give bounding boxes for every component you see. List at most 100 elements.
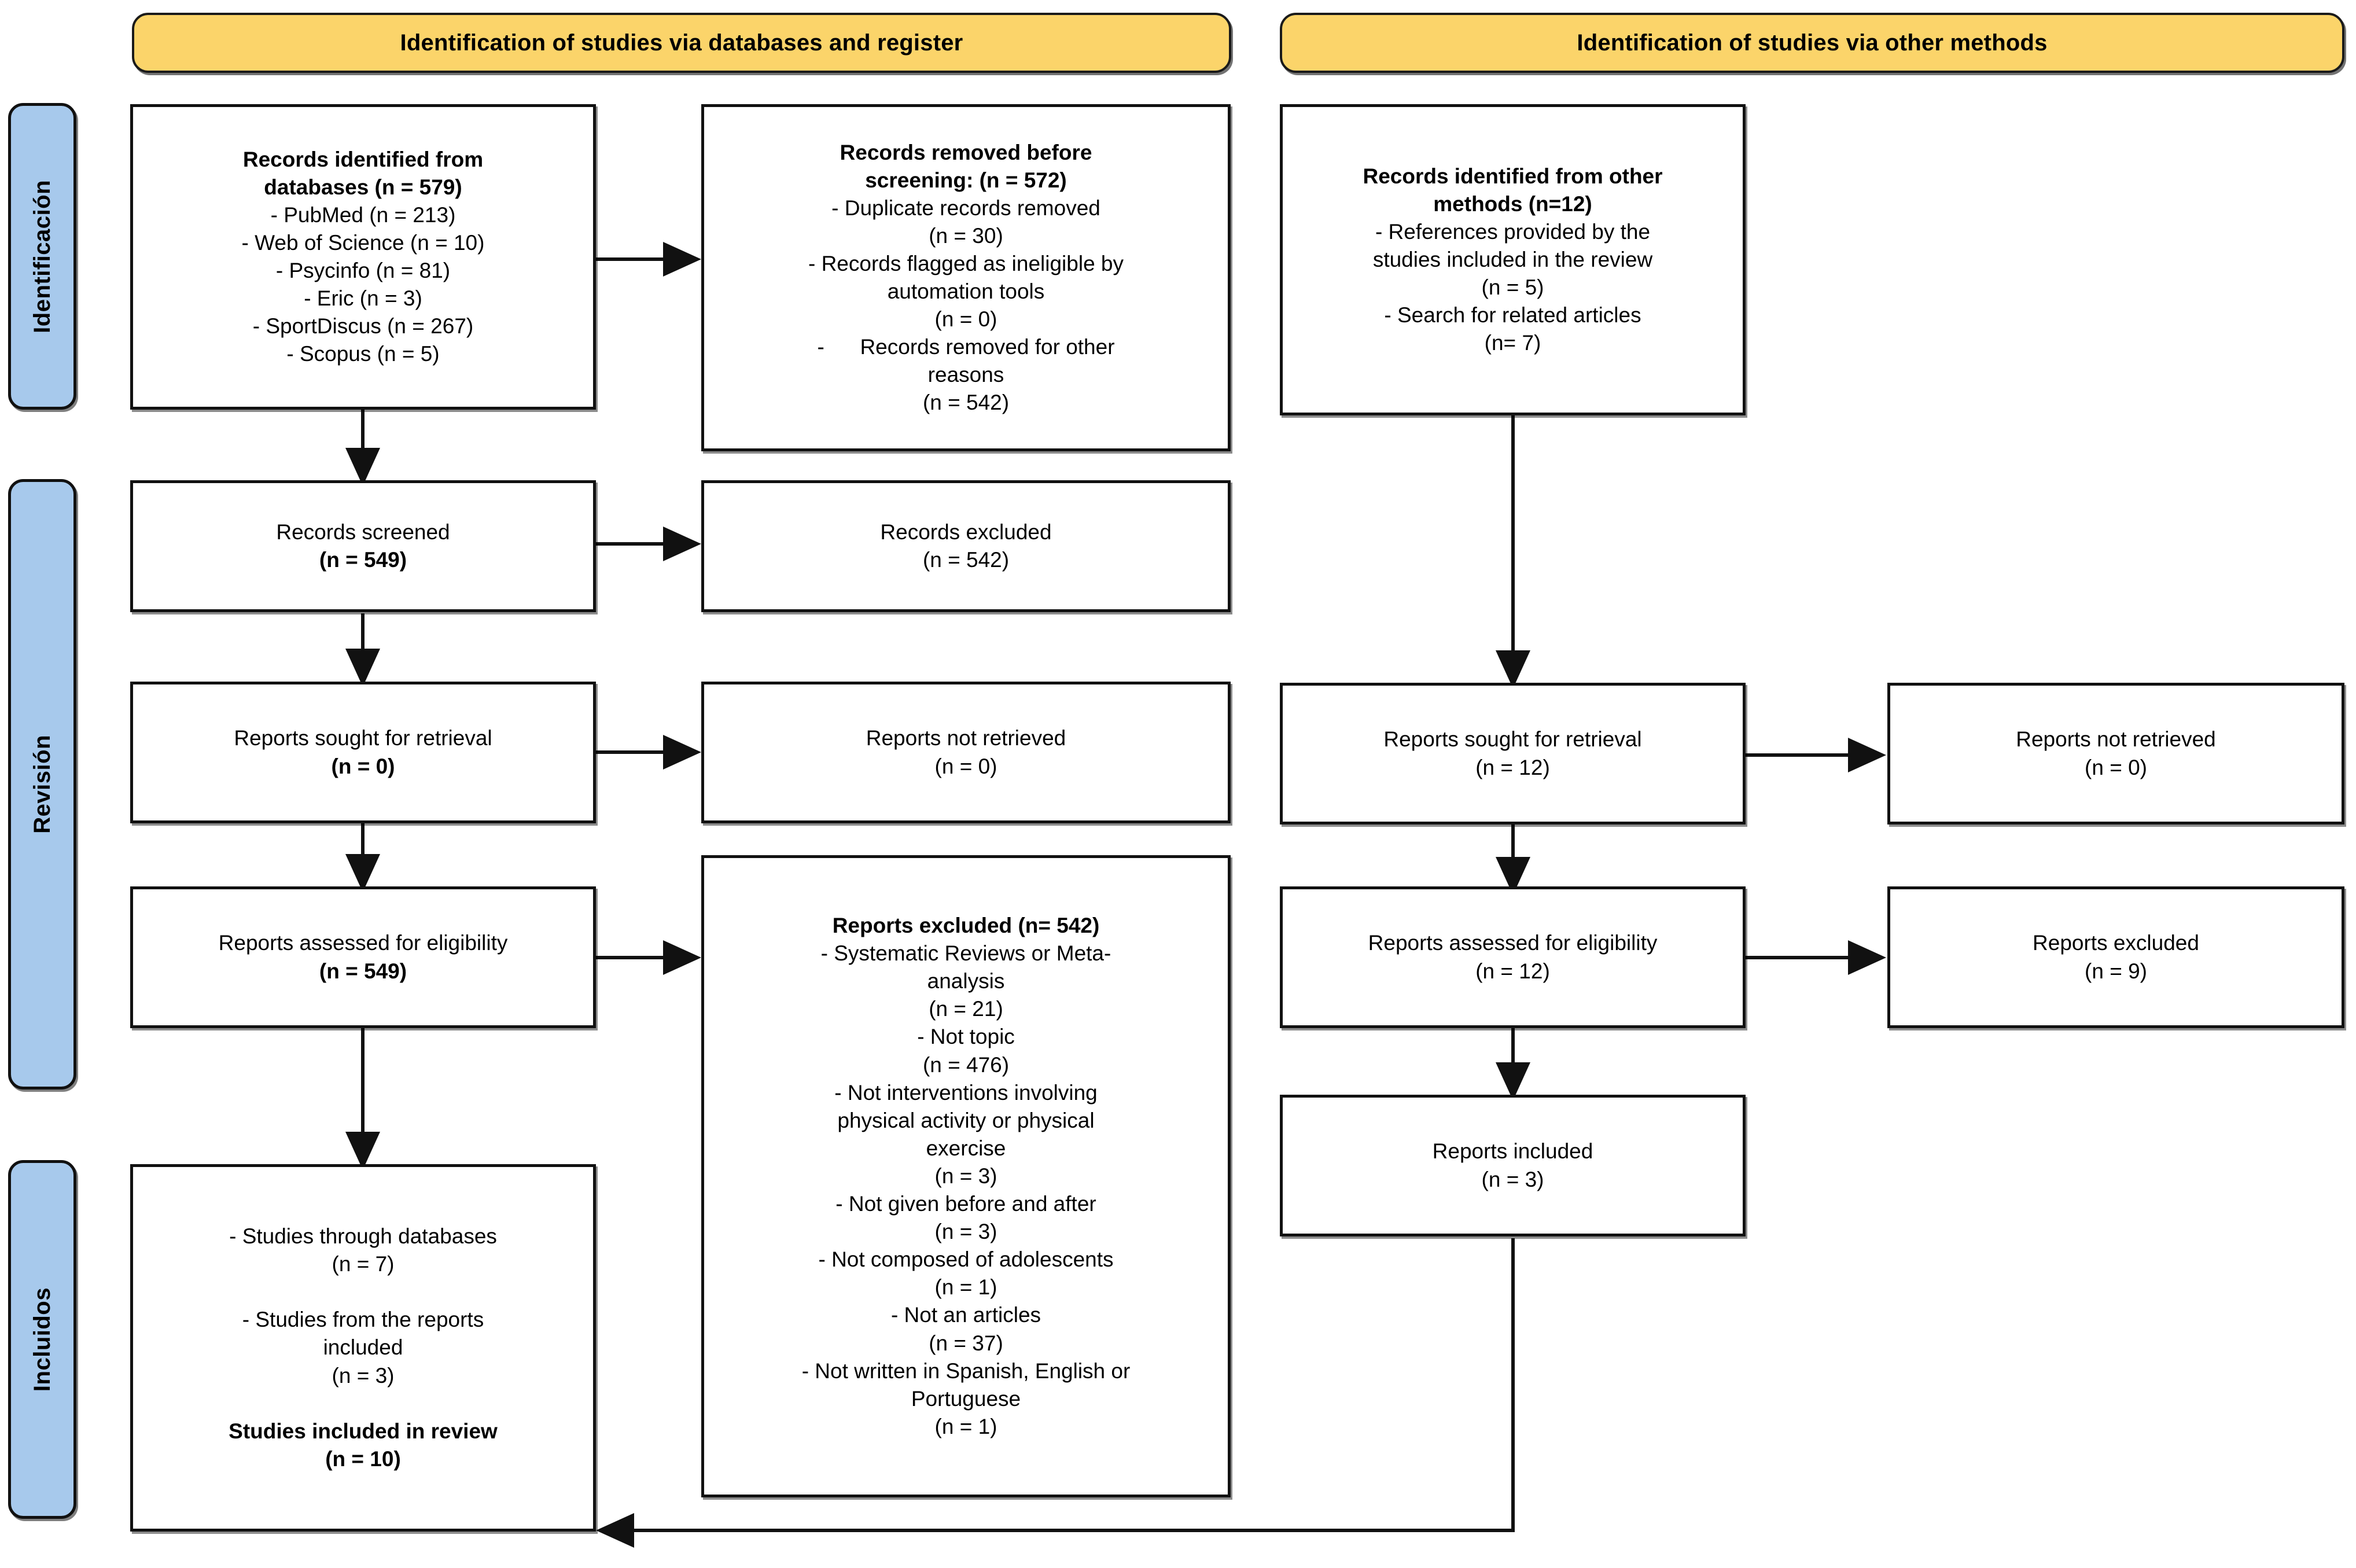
box-text-line: Reports not retrieved [2016, 727, 2216, 752]
box-records-removed-before-screening-text: Records removed before screening: (n = 57… [712, 139, 1220, 417]
banner-databases: Identification of studies via databases … [132, 13, 1231, 73]
box-text-line: automation tools [887, 279, 1045, 303]
box-text-line: - PubMed (n = 213) [270, 203, 456, 227]
box-records-screened: Records screened (n = 549) [130, 480, 596, 612]
box-text-line: included [323, 1335, 403, 1360]
box-text-line [141, 1390, 585, 1418]
box-text-line: - Systematic Reviews or Meta- [820, 941, 1111, 966]
box-text-line: (n = 30) [929, 223, 1003, 248]
box-text-line: - Not an articles [890, 1303, 1041, 1327]
box-text-line: reasons [927, 363, 1004, 387]
box-text-line: (n = 0) [331, 754, 395, 778]
box-text-line [141, 1278, 585, 1306]
box-records-identified-db: Records identified from databases (n = 57… [130, 104, 596, 410]
box-text-line: (n = 1) [934, 1275, 997, 1300]
box-text-line: Reports included [1432, 1139, 1593, 1164]
box-text-line: exercise [926, 1136, 1006, 1160]
box-reports-assessed-db: Reports assessed for eligibility (n = 549… [130, 886, 596, 1028]
box-text-line: (n = 5) [1481, 275, 1544, 300]
box-text-line: (n = 549) [319, 959, 407, 983]
box-text-line: - Not interventions involving [834, 1080, 1098, 1105]
box-text-line: analysis [927, 969, 1005, 993]
box-text-line: Reports sought for retrieval [1383, 727, 1642, 752]
box-text-line: (n= 7) [1484, 331, 1541, 355]
box-reports-excluded-detail: Reports excluded (n= 542) - Systematic Re… [701, 855, 1231, 1497]
box-text-line: Reports not retrieved [866, 726, 1066, 750]
box-text-line: (n = 21) [929, 997, 1003, 1021]
box-text-line: Records removed before [840, 140, 1092, 164]
box-reports-sought-db-text: Reports sought for retrieval (n = 0) [141, 724, 585, 780]
box-text-line: physical activity or physical [837, 1108, 1095, 1132]
box-records-screened-text: Records screened (n = 549) [141, 518, 585, 574]
box-text-line: (n = 542) [922, 391, 1010, 415]
stage-tab-revision-label: Revisión [29, 735, 55, 834]
box-text-line: (n = 542) [922, 548, 1010, 572]
box-text-line: - Records flagged as ineligible by [808, 251, 1124, 275]
box-reports-not-retrieved-db-text: Reports not retrieved (n = 0) [712, 724, 1220, 780]
box-text-line: (n = 0) [2085, 755, 2147, 779]
box-text-line: Reports assessed for eligibility [218, 931, 508, 955]
stage-tab-identificacion-label: Identificación [29, 179, 55, 333]
stage-tab-incluidos: Incluidos [8, 1160, 76, 1519]
box-text-line: - Studies through databases [229, 1224, 497, 1249]
box-reports-included-other-text: Reports included (n = 3) [1291, 1138, 1735, 1193]
box-text-line: (n = 1) [934, 1414, 997, 1438]
box-text-line: - Duplicate records removed [831, 196, 1100, 220]
box-text-line: (n = 3) [934, 1220, 997, 1244]
box-text-line: Portuguese [911, 1386, 1021, 1411]
box-reports-assessed-other-text: Reports assessed for eligibility(n = 12) [1291, 929, 1735, 985]
box-records-identified-db-text: Records identified from databases (n = 57… [141, 146, 585, 369]
box-text-line: Reports sought for retrieval [234, 726, 492, 750]
box-text-line: Records identified from other [1363, 164, 1663, 188]
box-text-line: Records screened [276, 520, 450, 544]
box-text-line: Records excluded [880, 520, 1052, 544]
box-reports-assessed-other: Reports assessed for eligibility(n = 12) [1280, 886, 1746, 1028]
box-text-line: - Psycinfo (n = 81) [275, 259, 451, 282]
box-text-line: - Not composed of adolescents [818, 1247, 1114, 1272]
box-text-line: Reports assessed for eligibility [1368, 931, 1658, 955]
box-text-line: - Web of Science (n = 10) [241, 230, 485, 255]
box-text-line: (n = 549) [319, 548, 407, 572]
box-text-line: Reports excluded [2033, 931, 2199, 955]
box-reports-sought-db: Reports sought for retrieval (n = 0) [130, 682, 596, 823]
box-text-line: - SportDiscus (n = 267) [252, 314, 474, 338]
box-text-line: (n = 0) [934, 307, 997, 332]
box-text-line: Studies included in review [229, 1419, 498, 1443]
box-text-line: - Not written in Spanish, English or [801, 1359, 1131, 1383]
box-reports-excluded-other: Reports excluded(n = 9) [1887, 886, 2344, 1028]
box-records-excluded-text: Records excluded (n = 542) [712, 518, 1220, 574]
banner-other-methods-label: Identification of studies via other meth… [1577, 30, 2048, 56]
banner-databases-label: Identification of studies via databases … [400, 30, 963, 56]
box-text-line: - Eric (n = 3) [304, 286, 422, 311]
box-records-removed-before-screening: Records removed before screening: (n = 57… [701, 104, 1231, 451]
box-reports-sought-other: Reports sought for retrieval (n = 12) [1280, 683, 1746, 825]
box-text-line: (n = 3) [1481, 1167, 1544, 1191]
stage-tab-incluidos-label: Incluidos [29, 1287, 55, 1392]
box-text-line: - Scopus (n = 5) [286, 342, 440, 366]
box-text-line: - Studies from the reports [242, 1308, 484, 1332]
box-text-line: (n = 0) [934, 754, 997, 778]
box-text-line: - Not given before and after [835, 1192, 1096, 1216]
box-text-line: (n = 37) [929, 1331, 1003, 1355]
box-text-line: Reports excluded (n= 542) [832, 914, 1100, 938]
box-text-line: Records identified from [242, 147, 484, 171]
box-text-line: - Not topic [917, 1025, 1015, 1049]
box-reports-not-retrieved-db: Reports not retrieved (n = 0) [701, 682, 1231, 823]
box-text-line: - References provided by the [1375, 219, 1651, 244]
box-reports-excluded-detail-text: Reports excluded (n= 542) - Systematic Re… [712, 912, 1220, 1441]
box-reports-sought-other-text: Reports sought for retrieval (n = 12) [1291, 726, 1735, 781]
box-text-line: screening: (n = 572) [865, 168, 1067, 192]
box-text-line: databases (n = 579) [264, 175, 462, 199]
stage-tab-identificacion: Identificación [8, 103, 76, 410]
box-text-line: - Records removed for other [817, 335, 1115, 359]
box-reports-included-other: Reports included (n = 3) [1280, 1095, 1746, 1236]
box-text-line: (n = 12) [1475, 755, 1550, 779]
box-reports-excluded-other-text: Reports excluded(n = 9) [1898, 929, 2333, 985]
box-reports-assessed-db-text: Reports assessed for eligibility (n = 549… [141, 929, 585, 985]
box-text-line: studies included in the review [1372, 247, 1653, 271]
box-text-line: (n = 476) [922, 1052, 1010, 1077]
box-studies-included-text: - Studies through databases(n = 7) - Stu… [141, 1223, 585, 1473]
